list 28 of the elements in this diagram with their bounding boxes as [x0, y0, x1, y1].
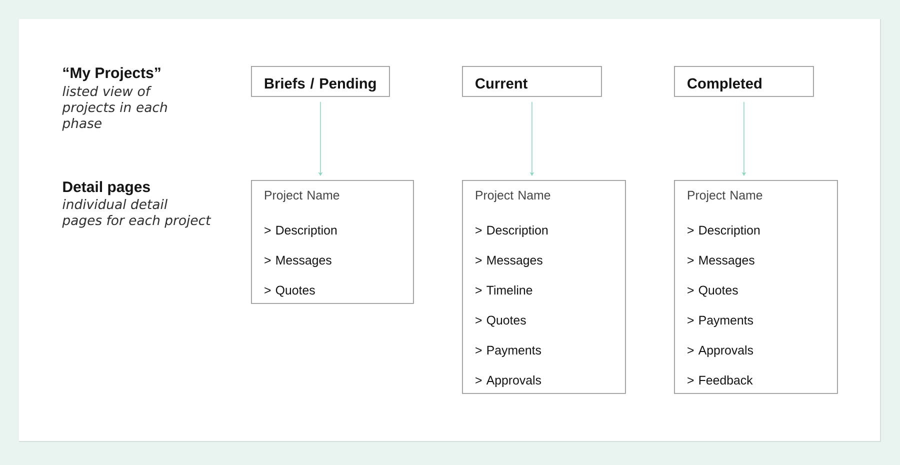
menu-item: > Payments [476, 346, 541, 357]
phase-box: Current [462, 66, 602, 97]
page-box [251, 180, 414, 304]
menu-item: > Approvals [476, 375, 541, 387]
menu-item: > Messages [264, 256, 332, 268]
phase-box: Briefs / Pending [251, 66, 390, 97]
phase-box: Completed [674, 66, 814, 97]
row-heading: “My Projects” [63, 67, 160, 82]
menu-item: > Feedback [688, 375, 753, 385]
row-description: listed view of projects in each phase [62, 86, 167, 131]
page-title: Project Name [688, 190, 762, 202]
page-title: Project Name [264, 190, 340, 202]
row-heading: Detail pages [63, 181, 150, 196]
menu-item: > Description [476, 225, 548, 238]
menu-item: > Description [264, 225, 337, 238]
menu-item: > Quotes [688, 286, 738, 297]
menu-item: > Description [688, 225, 760, 238]
menu-item: > Approvals [688, 345, 753, 357]
menu-item: > Messages [476, 256, 542, 268]
menu-item: > Quotes [476, 316, 526, 327]
menu-item: > Messages [688, 256, 754, 268]
row-description: individual detail pages for each project [62, 198, 212, 228]
page-box [462, 180, 626, 394]
page-title: Project Name [476, 190, 550, 202]
menu-item: > Quotes [264, 286, 315, 297]
menu-item: > Timeline [476, 285, 532, 295]
page-box [674, 180, 838, 394]
menu-item: > Payments [688, 316, 753, 327]
